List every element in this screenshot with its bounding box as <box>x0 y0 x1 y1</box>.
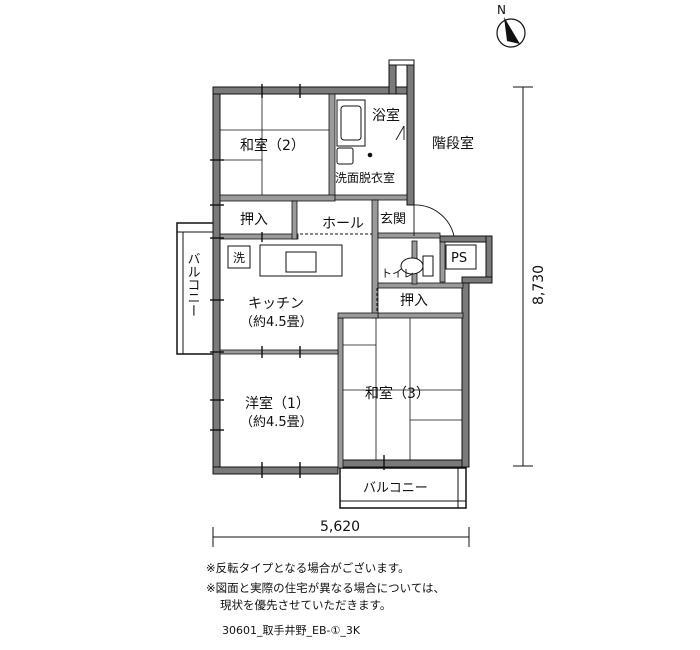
room-youshitsu-1: 洋室（1） <box>245 395 310 412</box>
room-genkan: 玄関 <box>380 212 406 227</box>
compass-north-label: N <box>497 3 506 17</box>
width-dimension-label: 5,620 <box>320 519 360 535</box>
room-washitsu-2: 和室（2） <box>240 137 305 154</box>
bathtub-inner <box>340 105 362 141</box>
room-youshitsu-1-size: （約4.5畳） <box>240 415 313 430</box>
kitchen-counter <box>227 244 343 277</box>
room-oshiire-2: 押入 <box>400 293 428 309</box>
washing-machine-space <box>227 245 251 269</box>
room-sentaku: 洗 <box>233 251 245 265</box>
room-hall: ホール <box>322 216 364 232</box>
interior-walls <box>219 93 464 469</box>
compass-circle <box>496 18 526 48</box>
sink <box>285 251 317 273</box>
entrance-door <box>413 204 455 237</box>
note-reverse-type: ※反転タイプとなる場合がございます。 <box>206 561 410 575</box>
dimension-width: 5,620 <box>212 519 470 547</box>
room-kitchen-size: （約4.5畳） <box>240 315 313 330</box>
outer-walls <box>212 59 493 475</box>
room-labels: 和室（2） 浴室 階段室 洗面脱衣室 押入 ホール 玄関 PS 洗 トイレ 押入… <box>185 107 477 496</box>
south-balcony <box>339 467 467 509</box>
plan-code: 30601_取手井野_EB-①_3K <box>222 624 361 637</box>
room-bathroom: 浴室 <box>372 107 400 124</box>
bath-door <box>395 125 405 141</box>
room-balcony-south: バルコニー <box>363 481 428 496</box>
tatami-lines <box>220 94 462 460</box>
wall-ticks <box>210 84 385 478</box>
toilet-fixture <box>400 255 434 277</box>
room-toilet: トイレ <box>381 267 414 280</box>
height-dimension-label: 8,730 <box>531 265 547 305</box>
door-markers <box>219 233 378 350</box>
room-washroom: 洗面脱衣室 <box>335 170 395 185</box>
compass-needle-icon <box>504 17 520 44</box>
note-discrepancy: ※図面と実際の住宅が異なる場合については、 <box>206 581 446 595</box>
room-kitchen: キッチン <box>248 296 304 312</box>
dimension-height: 8,730 <box>513 86 547 467</box>
room-oshiire-1: 押入 <box>240 212 268 228</box>
room-balcony-west: バルコニー <box>185 252 201 317</box>
washbasin <box>336 147 354 165</box>
ps-box <box>445 244 477 270</box>
bath-fixtures <box>336 99 373 165</box>
room-stairwell: 階段室 <box>432 135 474 152</box>
note-current-priority: 現状を優先させていただきます。 <box>220 598 392 612</box>
compass: N <box>496 3 526 48</box>
room-ps: PS <box>451 251 467 266</box>
room-washitsu-3: 和室（3） <box>365 385 430 402</box>
